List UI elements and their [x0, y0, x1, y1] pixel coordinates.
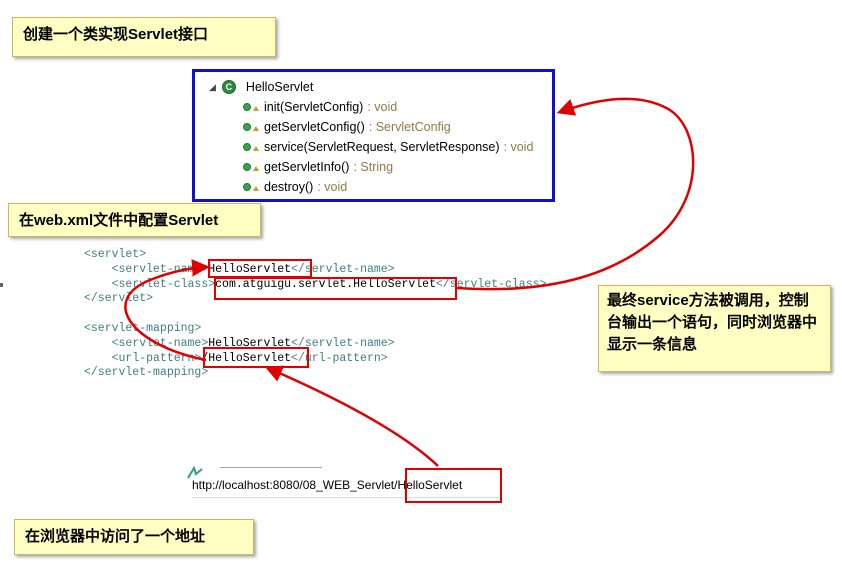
xml-line: [84, 307, 546, 322]
method-signature: getServletInfo(): [264, 160, 350, 174]
method-signature: init(ServletConfig): [264, 100, 364, 114]
xml-line: <url-pattern>/HelloServlet</url-pattern>: [84, 352, 546, 367]
method-getservletconfig[interactable]: getServletConfig() : ServletConfig: [243, 118, 451, 136]
xml-tag: <servlet-mapping>: [84, 321, 202, 335]
public-method-icon: [243, 123, 251, 131]
xml-tag: </servlet>: [84, 292, 154, 306]
collapse-triangle-icon[interactable]: ◢: [209, 81, 216, 92]
public-method-icon: [243, 183, 251, 191]
method-return-type: : String: [353, 160, 394, 174]
xml-tag: </servlet-mapping>: [84, 366, 209, 380]
xml-url-pattern-value: /HelloServlet: [201, 351, 292, 365]
xml-tag: <url-pattern>: [111, 351, 202, 365]
method-service[interactable]: service(ServletRequest, ServletResponse)…: [243, 138, 533, 156]
web-xml-snippet: <servlet> <servlet-name>HelloServlet</se…: [84, 248, 546, 381]
address-bar-edge: [220, 467, 322, 468]
public-method-icon: [243, 163, 251, 171]
xml-tag: <servlet-name>: [111, 262, 209, 276]
xml-tag: </servlet-name>: [291, 336, 395, 350]
xml-servlet-class-value: com.atguigu.servlet.HelloServlet: [215, 277, 436, 291]
method-getservletinfo[interactable]: getServletInfo() : String: [243, 158, 393, 176]
xml-line: <servlet-name>HelloServlet</servlet-name…: [84, 337, 546, 352]
method-return-type: : void: [367, 100, 398, 114]
method-return-type: : void: [503, 140, 534, 154]
override-marker-icon: [253, 106, 259, 111]
class-icon: C: [221, 80, 236, 94]
edge-mark: [0, 283, 3, 287]
highlight-servlet-class: [214, 277, 457, 300]
note-service-called: 最终service方法被调用，控制台输出一个语句，同时浏览器中显示一条信息: [598, 285, 831, 372]
browser-address-text[interactable]: http://localhost:8080/08_WEB_Servlet/Hel…: [192, 478, 463, 492]
method-return-type: : void: [317, 180, 348, 194]
highlight-url-pattern: [203, 347, 309, 368]
method-signature: destroy(): [264, 180, 314, 194]
class-outline-panel: ◢ C HelloServlet init(ServletConfig) : v…: [192, 69, 555, 202]
xml-tag: </servlet-name>: [291, 262, 395, 276]
override-marker-icon: [253, 146, 259, 151]
address-bar-underline: [192, 497, 502, 498]
arrow-url-to-pattern: [264, 365, 439, 467]
class-name: HelloServlet: [245, 80, 314, 94]
method-signature: getServletConfig(): [264, 120, 365, 134]
xml-line: </servlet-mapping>: [84, 366, 546, 381]
xml-tag: <servlet-class>: [111, 277, 216, 291]
highlight-url-path: [405, 468, 502, 503]
method-return-type: : ServletConfig: [368, 120, 451, 134]
xml-tag: </url-pattern>: [291, 351, 388, 365]
public-method-icon: [243, 143, 251, 151]
method-destroy[interactable]: destroy() : void: [243, 178, 347, 196]
highlight-servlet-name: [208, 259, 312, 278]
note-configure-servlet: 在web.xml文件中配置Servlet: [8, 203, 261, 237]
xml-line: <servlet-mapping>: [84, 322, 546, 337]
browser-page-icon: [187, 466, 203, 479]
method-init[interactable]: init(ServletConfig) : void: [243, 98, 397, 116]
xml-tag: <servlet>: [84, 248, 147, 261]
xml-servlet-name-value: HelloServlet: [208, 262, 292, 276]
override-marker-icon: [253, 186, 259, 191]
override-marker-icon: [253, 166, 259, 171]
xml-mapping-name-value: HelloServlet: [208, 336, 292, 350]
note-browser-access: 在浏览器中访问了一个地址: [14, 519, 254, 555]
override-marker-icon: [253, 126, 259, 131]
xml-tag: <servlet-name>: [111, 336, 209, 350]
note-create-interface: 创建一个类实现Servlet接口: [12, 17, 276, 57]
xml-line: <servlet>: [84, 248, 546, 263]
public-method-icon: [243, 103, 251, 111]
class-node[interactable]: ◢ C HelloServlet: [209, 78, 313, 96]
xml-line: <servlet-name>HelloServlet</servlet-name…: [84, 263, 546, 278]
method-signature: service(ServletRequest, ServletResponse): [264, 140, 500, 154]
